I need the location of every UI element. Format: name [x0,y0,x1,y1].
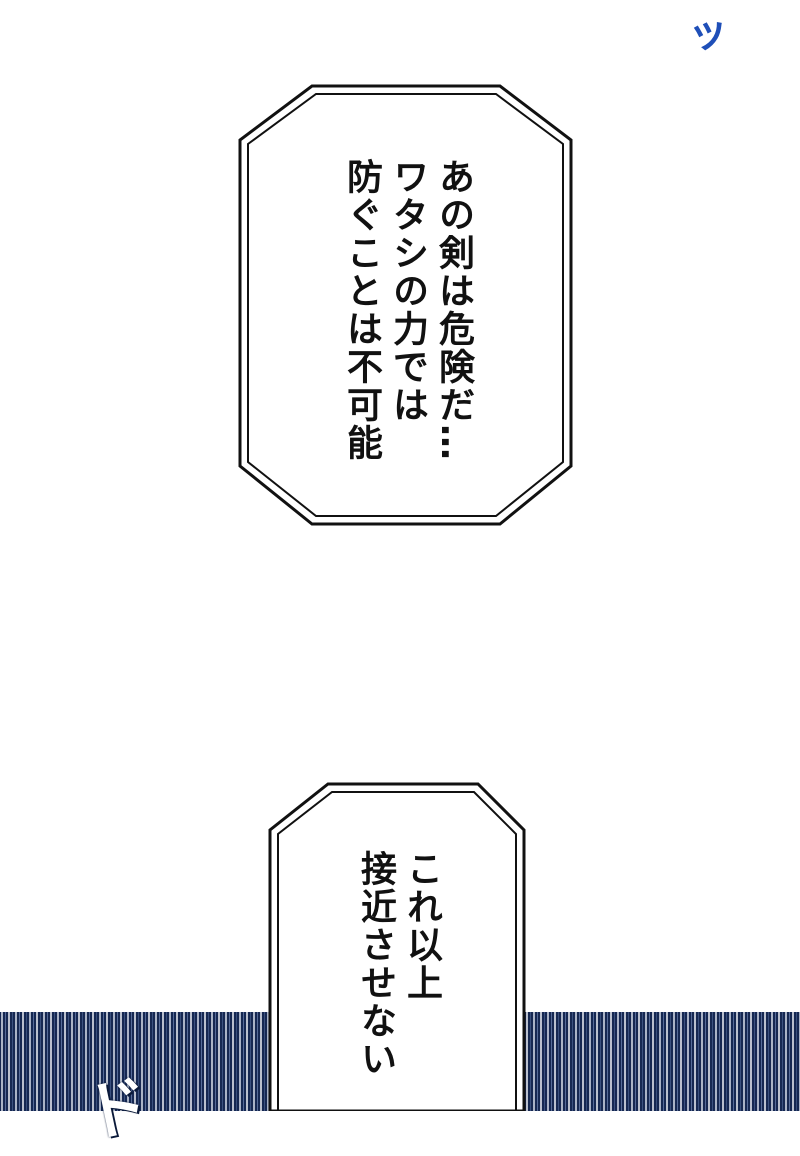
bubble-1-line-1: あの剣は危険だ… [433,158,474,462]
manga-panel [0,84,800,1111]
bubble-2-text: これ以上 接近させない [352,850,444,1110]
speech-bubble-1 [238,84,573,526]
bubble-2-line-1: これ以上 [401,850,442,1002]
bubble-1-line-2: ワタシの力では [387,158,428,424]
bubble-1-text: あの剣は危険だ… ワタシの力では 防ぐことは不可能 [338,158,476,468]
bubble-2-line-2: 接近させない [355,850,396,1078]
bubble-1-line-3: 防ぐことは不可能 [341,158,382,462]
speech-bubble-2 [268,782,526,1111]
sound-effect-top: ッ [685,7,732,59]
